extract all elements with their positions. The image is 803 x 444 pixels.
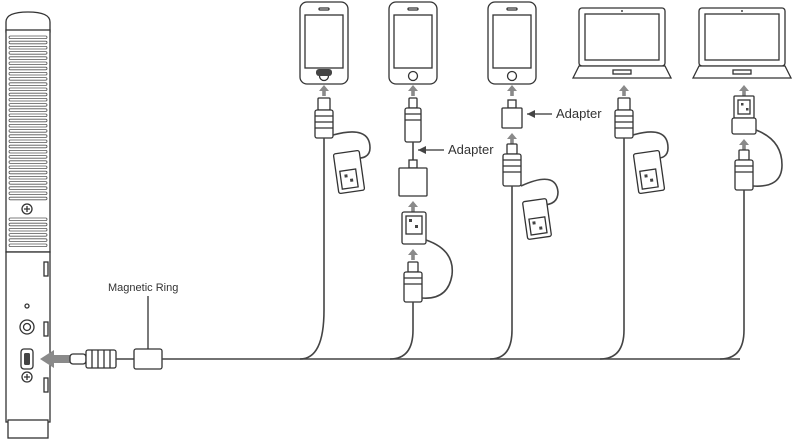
grille-slot <box>9 93 47 96</box>
device-phone-1 <box>300 2 348 84</box>
grille-slot <box>9 130 47 133</box>
adapter-label-column-3: Adapter <box>556 106 602 121</box>
device-laptop-1 <box>573 8 671 78</box>
grille-slot <box>9 156 47 159</box>
grille-slot <box>9 140 47 143</box>
arrow-up-icon <box>408 85 418 96</box>
grille-slot <box>9 62 47 65</box>
cable-column-1 <box>300 98 370 359</box>
adapter-label-column-2: Adapter <box>448 142 494 157</box>
arrow-up-icon <box>739 85 749 96</box>
grille-slot <box>9 57 47 60</box>
grille-slot <box>9 244 47 247</box>
cable-column-4 <box>600 98 668 359</box>
grille-slot <box>9 119 47 122</box>
grille-slot <box>9 176 47 179</box>
grille-slot <box>9 166 47 169</box>
cable-column-2 <box>390 98 452 359</box>
grille-slot <box>9 114 47 117</box>
grille-slot <box>9 228 47 231</box>
grille-slot <box>9 150 47 153</box>
usb-c-plug-icon <box>70 350 134 368</box>
grille-slot <box>9 171 47 174</box>
magnetic-ring-label: Magnetic Ring <box>108 282 178 294</box>
grille-slot <box>9 41 47 44</box>
grille-slot <box>9 83 47 86</box>
grille-slot <box>9 192 47 195</box>
grille-slot <box>9 197 47 200</box>
grille-slot <box>9 67 47 70</box>
grille-slot <box>9 98 47 101</box>
grille-slot <box>9 145 47 148</box>
cable-column-3 <box>490 100 558 359</box>
grille-slot <box>9 109 47 112</box>
grille-slot <box>9 46 47 49</box>
grille-slot <box>9 78 47 81</box>
arrow-up-icon <box>319 85 329 96</box>
arrow-up-icon <box>507 85 517 96</box>
grille-slot <box>9 135 47 138</box>
grille-slot <box>9 72 47 75</box>
grille-slot <box>9 104 47 107</box>
arrow-up-icon <box>619 85 629 96</box>
grille-slot <box>9 161 47 164</box>
grille-slot <box>9 182 47 185</box>
magnetic-ring-icon <box>134 349 162 369</box>
device-phone-3 <box>488 2 536 84</box>
microphone-icon <box>6 12 50 438</box>
cable-column-5 <box>720 96 782 359</box>
device-laptop-2 <box>693 8 791 78</box>
grille-slot <box>9 223 47 226</box>
grille-slot <box>9 88 47 91</box>
grille-slot <box>9 187 47 190</box>
grille-slot <box>9 52 47 55</box>
grille-slot <box>9 218 47 221</box>
grille-slot <box>9 239 47 242</box>
grille-slot <box>9 124 47 127</box>
grille-slot <box>9 36 47 39</box>
device-phone-2 <box>389 2 437 84</box>
grille-slot <box>9 234 47 237</box>
